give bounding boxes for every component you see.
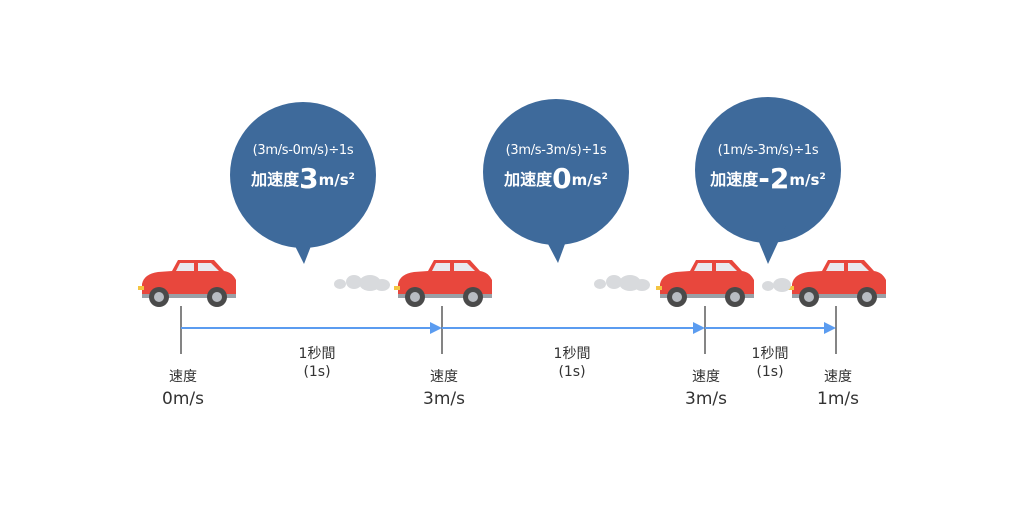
interval-unit: (1s): [756, 364, 784, 380]
unit-exponent: 2: [601, 172, 608, 182]
interval-duration: 1秒間: [298, 346, 336, 362]
bubble-shape-1: [230, 102, 376, 264]
acceleration-value: -2: [758, 162, 790, 195]
acceleration-label: 加速度: [251, 170, 300, 189]
speed-value: 3m/s: [685, 389, 727, 409]
speed-label-4: 速度 1m/s: [798, 366, 878, 410]
exhaust-icon: [594, 275, 650, 291]
formula-text: (1m/s-3m/s)÷1s: [717, 143, 819, 158]
formula-text: (3m/s-0m/s)÷1s: [252, 143, 354, 158]
speed-value: 1m/s: [817, 389, 859, 409]
interval-duration: 1秒間: [553, 346, 591, 362]
interval-label-2: 1秒間 (1s): [532, 345, 612, 381]
formula-text: (3m/s-3m/s)÷1s: [505, 143, 607, 158]
car-icon: [138, 260, 236, 307]
acceleration-value: 3: [299, 162, 319, 195]
interval-unit: (1s): [558, 364, 586, 380]
bubble-shape-3: [695, 97, 841, 264]
speed-caption: 速度: [169, 369, 197, 385]
unit-exponent: 2: [819, 172, 826, 182]
bubble-shape-2: [483, 99, 629, 263]
acceleration-text: 加速度0m/s2: [488, 162, 624, 195]
speed-label-2: 速度 3m/s: [404, 366, 484, 410]
acceleration-label: 加速度: [504, 170, 553, 189]
interval-arrow: [181, 322, 442, 334]
speed-caption: 速度: [824, 369, 852, 385]
speed-value: 3m/s: [423, 389, 465, 409]
acceleration-unit: m/s: [318, 171, 349, 189]
car-icon: [656, 260, 754, 307]
interval-arrow: [705, 322, 836, 334]
acceleration-value: 0: [552, 162, 572, 195]
exhaust-icon: [334, 275, 390, 291]
interval-label-1: 1秒間 (1s): [277, 345, 357, 381]
car-icon: [788, 260, 886, 307]
acceleration-unit: m/s: [789, 171, 820, 189]
interval-unit: (1s): [303, 364, 331, 380]
acceleration-unit: m/s: [571, 171, 602, 189]
speed-value: 0m/s: [162, 389, 204, 409]
exhaust-icon: [762, 278, 791, 292]
speed-caption: 速度: [430, 369, 458, 385]
car-icon: [394, 260, 492, 307]
acceleration-text: 加速度-2m/s2: [700, 162, 836, 195]
interval-label-3: 1秒間 (1s): [730, 345, 810, 381]
speed-label-1: 速度 0m/s: [143, 366, 223, 410]
unit-exponent: 2: [348, 172, 355, 182]
speed-caption: 速度: [692, 369, 720, 385]
interval-duration: 1秒間: [751, 346, 789, 362]
acceleration-bubble-1: (3m/s-0m/s)÷1s 加速度3m/s2: [235, 143, 371, 195]
acceleration-bubble-2: (3m/s-3m/s)÷1s 加速度0m/s2: [488, 143, 624, 195]
acceleration-label: 加速度: [710, 170, 759, 189]
interval-arrow: [442, 322, 705, 334]
acceleration-text: 加速度3m/s2: [235, 162, 371, 195]
speed-label-3: 速度 3m/s: [666, 366, 746, 410]
acceleration-bubble-3: (1m/s-3m/s)÷1s 加速度-2m/s2: [700, 143, 836, 195]
